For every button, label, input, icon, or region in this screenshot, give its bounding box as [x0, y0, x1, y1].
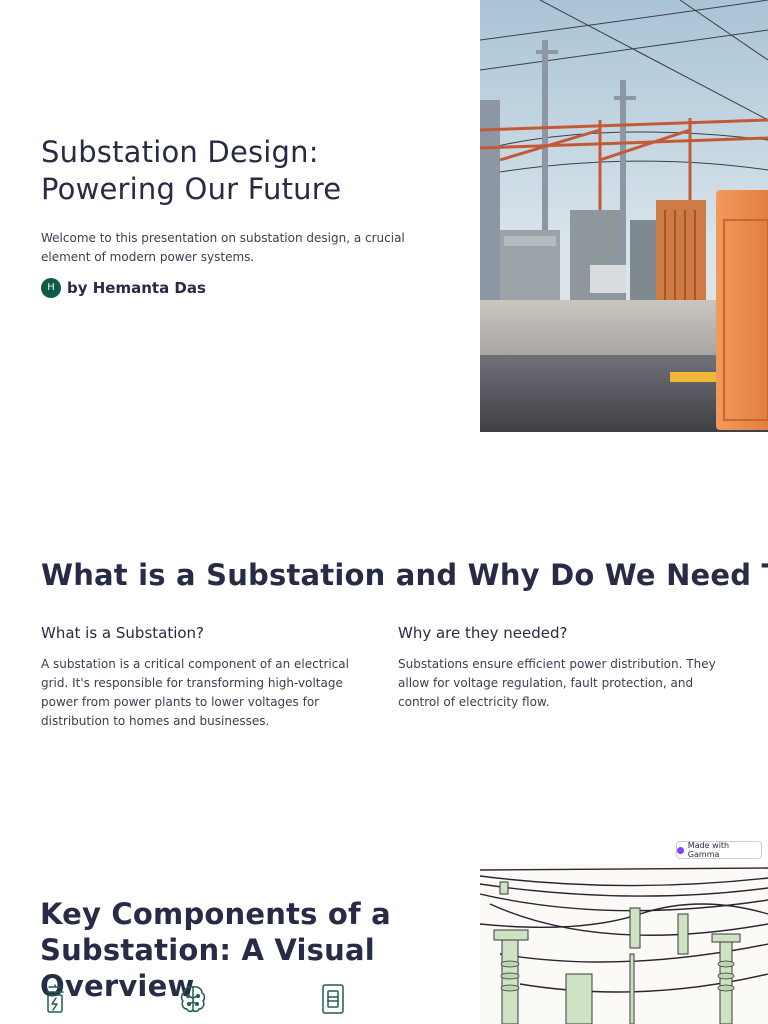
slide1-description: Welcome to this presentation on substati… [41, 231, 405, 264]
column-text: Substations ensure efficient power distr… [398, 657, 716, 709]
gamma-logo-icon [677, 846, 684, 854]
slide1-title: Substation Design: Powering Our Future [41, 135, 342, 206]
avatar: H [41, 278, 61, 298]
made-with-gamma-badge[interactable]: Made with Gamma [676, 841, 762, 859]
column-heading: Why are they needed? [398, 624, 568, 642]
author-byline: H by Hemanta Das [41, 278, 206, 298]
column-what: What is a Substation? A substation is a … [41, 623, 361, 731]
transformer-icon [41, 983, 69, 1015]
slide2-title: What is a Substation and Why Do We Need … [41, 558, 768, 592]
substation-photo [480, 0, 768, 432]
column-heading: What is a Substation? [41, 624, 205, 642]
column-text: A substation is a critical component of … [41, 657, 349, 728]
power-lines-illustration [480, 864, 768, 1024]
author-name: by Hemanta Das [67, 279, 206, 297]
column-why: Why are they needed? Substations ensure … [398, 623, 718, 712]
brain-icon [179, 983, 207, 1015]
badge-label: Made with Gamma [687, 841, 730, 859]
meter-icon [319, 983, 347, 1015]
slide3-title: Key Components of a Substation: A Visual… [40, 897, 391, 1003]
